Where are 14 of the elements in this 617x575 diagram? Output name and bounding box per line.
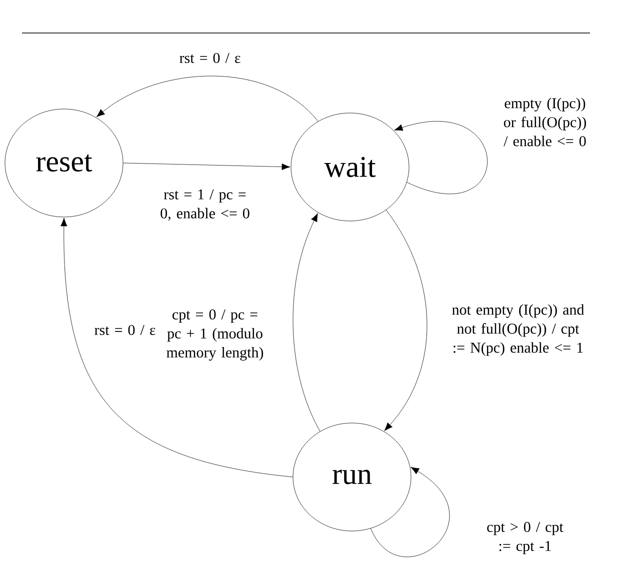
edge-label: rst = 0 / ε: [94, 324, 156, 336]
edge-label: cpt > 0 / cpt := cpt -1: [487, 522, 564, 554]
edge-label: rst = 0 / ε: [180, 52, 240, 64]
edge-label: empty (I(pc)) or full(O(pc)) / enable <= 0: [504, 98, 586, 146]
edge-label: cpt = 0 / pc = pc + 1 (modulo memory length): [166, 309, 264, 361]
transition-arrow: [370, 466, 450, 557]
transition-arrow: [60, 218, 293, 478]
transition-arrow: [96, 76, 318, 122]
transition-arrow: [384, 210, 428, 431]
edge-label: rst = 1 / pc = 0, enable <= 0: [160, 189, 250, 221]
transition-arrow: [292, 213, 320, 432]
transition-arrow: [394, 122, 488, 194]
transition-arrow: [123, 162, 290, 170]
edge-label: not empty (I(pc)) and not full(O(pc)) / cpt := N(pc) enable <= 1: [452, 304, 584, 356]
